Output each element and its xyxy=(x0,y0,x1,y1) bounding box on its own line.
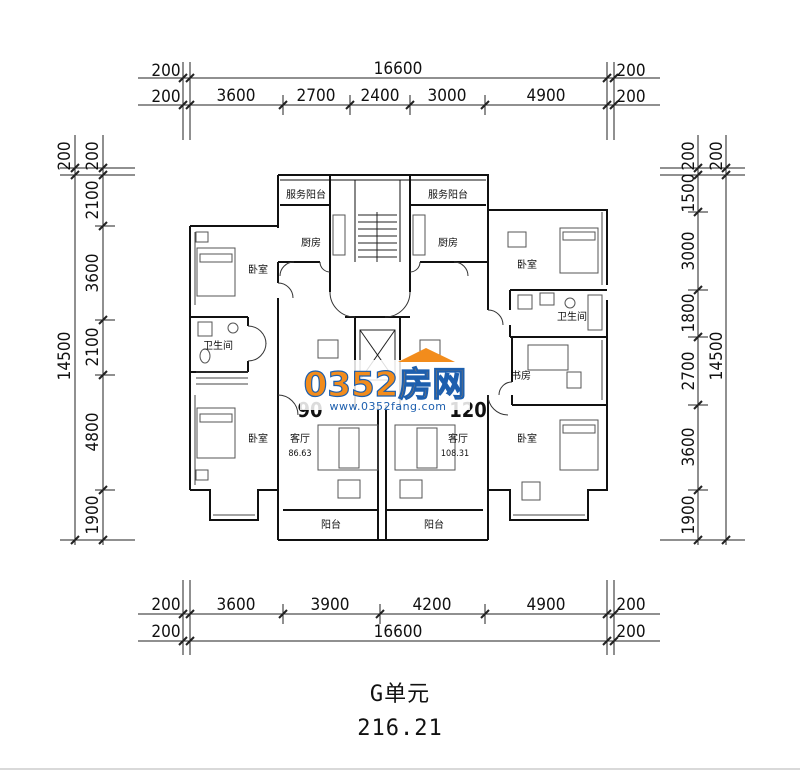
top-offset-dim: 200 xyxy=(151,61,180,81)
left-total-dim: 14500 xyxy=(55,332,75,381)
right-offset-dim: 200 xyxy=(707,141,727,170)
bottom-dimensions xyxy=(138,580,660,655)
bottom-offset-dim: 200 xyxy=(616,595,645,615)
right-dimensions xyxy=(660,135,745,545)
bottom-offset-dim: 200 xyxy=(151,595,180,615)
house-roof-icon xyxy=(398,348,455,362)
room-kitchen-left: 厨房 xyxy=(301,236,321,249)
top-offset-dim: 200 xyxy=(151,87,180,107)
watermark-url: www.0352fang.com xyxy=(329,400,446,413)
top-offset-dim: 200 xyxy=(616,87,645,107)
doors xyxy=(247,261,513,416)
left-segment-dim: 4800 xyxy=(83,413,103,452)
bottom-segment-dim: 3900 xyxy=(311,595,350,615)
room-living-right: 客厅 xyxy=(448,432,468,445)
bottom-offset-dim: 200 xyxy=(151,622,180,642)
room-study-right: 书房 xyxy=(511,369,531,382)
left-offset-dim: 200 xyxy=(83,141,103,170)
walls xyxy=(189,174,608,541)
left-segment-dim: 3600 xyxy=(83,254,103,293)
top-segment-dim: 4900 xyxy=(527,86,566,106)
furniture xyxy=(195,214,603,501)
top-segment-dim: 2400 xyxy=(361,86,400,106)
room-bathroom-right: 卫生间 xyxy=(557,310,587,323)
top-segment-dim: 2700 xyxy=(297,86,336,106)
right-segment-dim: 1800 xyxy=(679,294,699,333)
right-segment-dim: 3600 xyxy=(679,428,699,467)
top-offset-dim: 200 xyxy=(616,61,645,81)
watermark-logo: 0352房网 www.0352fang.com xyxy=(300,348,470,413)
top-segment-dim: 3600 xyxy=(217,86,256,106)
right-offset-dim: 200 xyxy=(679,141,699,170)
right-segment-dim: 1500 xyxy=(679,174,699,213)
room-service-balcony-left: 服务阳台 xyxy=(286,188,326,201)
bottom-segment-dim: 4900 xyxy=(527,595,566,615)
room-bedroom-left-bottom: 卧室 xyxy=(248,432,268,445)
room-living-left-area: 86.63 xyxy=(288,449,311,459)
top-total-dim: 16600 xyxy=(374,59,423,79)
top-segment-dim: 3000 xyxy=(428,86,467,106)
right-total-dim: 14500 xyxy=(707,332,727,381)
bottom-divider xyxy=(0,768,800,770)
windows xyxy=(194,212,603,516)
right-segment-dim: 2700 xyxy=(679,352,699,391)
room-service-balcony-right: 服务阳台 xyxy=(428,188,468,201)
watermark-brand: 0352房网 xyxy=(304,365,467,405)
unit-area: 216.21 xyxy=(357,716,443,741)
bottom-segment-dim: 3600 xyxy=(217,595,256,615)
bottom-offset-dim: 200 xyxy=(616,622,645,642)
room-kitchen-right: 厨房 xyxy=(438,236,458,249)
room-living-right-area: 108.31 xyxy=(441,449,469,459)
room-bedroom-left-top: 卧室 xyxy=(248,263,268,276)
room-bathroom-left: 卫生间 xyxy=(203,339,233,352)
room-bedroom-right-top: 卧室 xyxy=(517,258,537,271)
left-segment-dim: 2100 xyxy=(83,328,103,367)
left-segment-dim: 1900 xyxy=(83,496,103,535)
room-balcony-left: 阳台 xyxy=(321,518,341,531)
unit-title: G单元 xyxy=(369,682,431,707)
bottom-segment-dim: 4200 xyxy=(413,595,452,615)
bottom-total-dim: 16600 xyxy=(374,622,423,642)
right-segment-dim: 1900 xyxy=(679,496,699,535)
room-living-left: 客厅 xyxy=(290,432,310,445)
left-dimensions xyxy=(60,135,135,545)
left-segment-dim: 2100 xyxy=(83,181,103,220)
top-dimensions xyxy=(138,62,660,140)
room-bedroom-right-bottom: 卧室 xyxy=(517,432,537,445)
left-offset-dim: 200 xyxy=(55,141,75,170)
right-segment-dim: 3000 xyxy=(679,232,699,271)
room-balcony-right: 阳台 xyxy=(424,518,444,531)
